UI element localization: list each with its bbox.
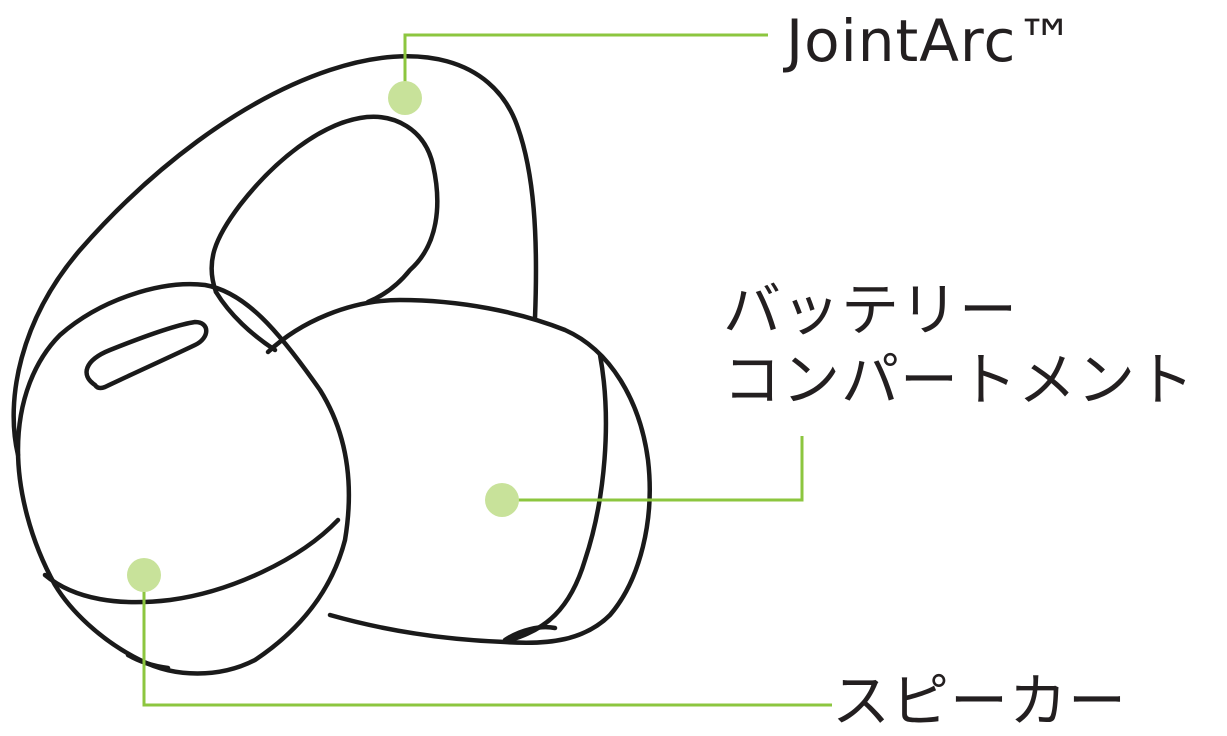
joint-arc-inner-outline [209, 114, 440, 305]
speaker-marker-dot [127, 558, 161, 592]
joint-arc-label: JointArc™ [786, 7, 1076, 75]
speaker-bottom-tab [125, 652, 171, 671]
battery-leader-line [502, 436, 804, 502]
joint-arc-marker-dot [388, 81, 422, 115]
joint-arc-leader-line [403, 33, 768, 98]
speaker-slot [84, 319, 209, 391]
earbud-illustration [11, 53, 652, 676]
speaker-face-edge [42, 517, 341, 605]
callouts [127, 33, 832, 707]
battery-bottom-detail [502, 624, 558, 643]
battery-seam [507, 352, 609, 643]
battery-label-line-2: コンパートメント [723, 345, 1196, 414]
battery-compartment-label: バッテリー コンパートメント [723, 276, 1195, 415]
battery-marker-dot [485, 483, 519, 517]
joint-arc-outer-outline [11, 53, 539, 458]
speaker-pod-outline [15, 282, 352, 676]
speaker-leader-line [142, 575, 832, 707]
battery-label-line-1: バッテリー [723, 276, 1019, 344]
joint-arc-lower-edge [213, 289, 278, 353]
speaker-label: スピーカー [832, 667, 1128, 735]
